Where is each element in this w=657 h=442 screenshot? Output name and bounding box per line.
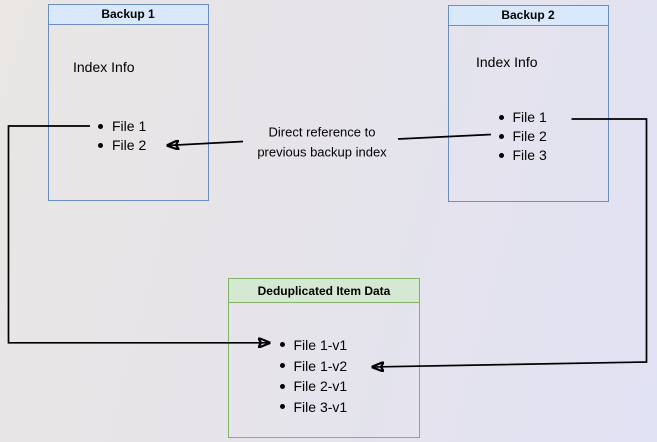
bullet-icon: [279, 383, 285, 389]
bullet-icon: [279, 363, 285, 369]
file-label: File 3-v1: [293, 398, 348, 415]
bullet-icon: [498, 152, 504, 158]
file-label: File 1: [112, 118, 147, 134]
list-item: File 2: [98, 136, 146, 155]
bullet-icon: [279, 342, 285, 348]
backup1-title: Backup 1: [48, 5, 208, 25]
list-item: File 1-v2: [279, 355, 348, 376]
backup2-file-list: File 1 File 2 File 3: [498, 108, 547, 165]
backup2-index-info-label: Index Info: [476, 54, 538, 70]
file-label: File 1-v1: [293, 336, 348, 353]
file-label: File 1: [512, 109, 547, 125]
bullet-icon: [98, 123, 103, 129]
bullet-icon: [498, 114, 504, 120]
dedup-item-list: File 1-v1 File 1-v2 File 2-v1 File 3-v1: [279, 335, 348, 418]
list-item: File 1-v1: [279, 335, 348, 356]
backup1-box: Backup 1: [47, 4, 209, 201]
file-label: File 3: [512, 147, 547, 163]
file-label: File 2-v1: [293, 378, 348, 395]
edge-annotation-line1: Direct reference to: [268, 124, 376, 140]
list-item: File 1: [498, 108, 547, 127]
file-label: File 1-v2: [293, 357, 348, 374]
file-label: File 2: [512, 128, 547, 144]
backup2-title: Backup 2: [448, 6, 608, 26]
backup1-index-info-label: Index Info: [73, 59, 135, 75]
list-item: File 2-v1: [279, 376, 348, 397]
backup1-file-list: File 1 File 2: [98, 117, 146, 155]
bullet-icon: [498, 133, 504, 139]
bullet-icon: [279, 404, 285, 410]
list-item: File 3-v1: [279, 397, 348, 418]
dedup-title: Deduplicated Item Data: [229, 279, 419, 303]
bullet-icon: [98, 142, 103, 148]
edge-annotation-line2: previous backup index: [257, 144, 387, 159]
file-label: File 2: [112, 137, 147, 153]
list-item: File 2: [498, 127, 547, 146]
edge-annotation: Direct reference to previous backup inde…: [257, 123, 386, 162]
list-item: File 3: [498, 146, 547, 165]
backup2-box: Backup 2: [447, 5, 609, 202]
list-item: File 1: [98, 117, 146, 136]
